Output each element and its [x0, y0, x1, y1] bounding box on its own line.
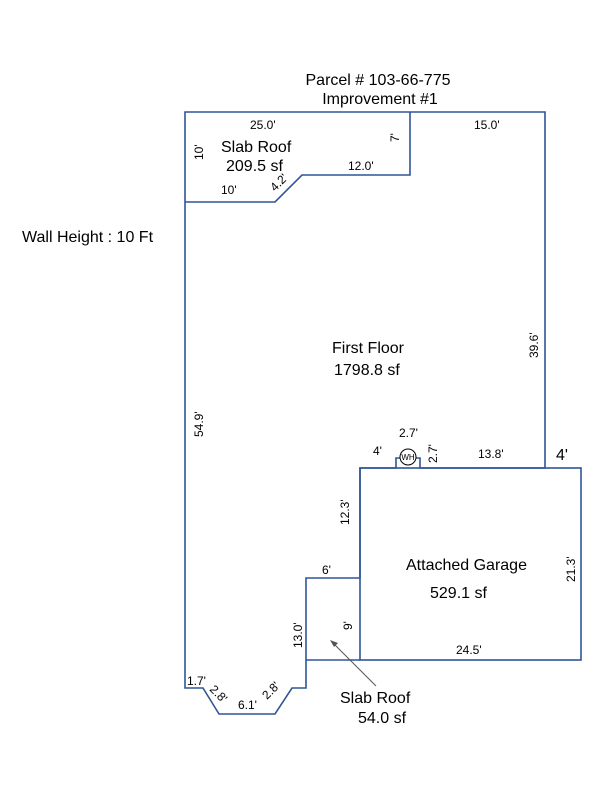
- dim-garage-4: 4': [556, 447, 568, 464]
- dim-top-15: 15.0': [474, 118, 500, 132]
- dim-right-39: 39.6': [527, 332, 541, 358]
- slab-roof-bottom-area: 54.0 sf: [358, 710, 407, 727]
- dim-wh-top: 2.7': [399, 426, 418, 440]
- first-floor-label: First Floor: [332, 340, 405, 357]
- dim-wall-13: 13.0': [291, 622, 305, 648]
- parcel-number: Parcel # 103-66-775: [306, 72, 451, 89]
- slab-roof-top-outline: [185, 112, 411, 203]
- dim-left-54: 54.9': [192, 411, 206, 437]
- first-floor-area: 1798.8 sf: [334, 362, 400, 379]
- arrow-icon: [331, 641, 377, 687]
- slab-roof-top-area: 209.5 sf: [226, 158, 283, 175]
- garage-label: Attached Garage: [406, 557, 527, 574]
- dim-right-13: 13.8': [478, 447, 504, 461]
- dim-garage-24: 24.5': [456, 643, 482, 657]
- dim-slab-bottom-10: 10': [221, 183, 237, 197]
- dim-slab-12: 12.0': [348, 159, 374, 173]
- dim-bay-28b: 2.8': [259, 679, 282, 702]
- slab-roof-bottom-label: Slab Roof: [340, 690, 411, 707]
- dim-step-6: 6': [322, 563, 331, 577]
- dim-slab-7: 7': [388, 133, 402, 142]
- dim-slab-left-10: 10': [192, 144, 206, 160]
- wall-height: Wall Height : 10 Ft: [22, 229, 154, 246]
- dim-bay-28a: 2.8': [207, 682, 230, 705]
- dim-bay-17: 1.7': [187, 674, 206, 688]
- dim-notch-4: 4': [373, 444, 382, 458]
- water-heater-icon: [399, 448, 417, 466]
- dim-bay-61: 6.1': [238, 698, 257, 712]
- improvement-label: Improvement #1: [322, 91, 438, 108]
- dim-wall-12: 12.3': [338, 499, 352, 525]
- water-heater-label: WH: [401, 453, 415, 462]
- dim-top-25: 25.0': [250, 118, 276, 132]
- dim-slab-9: 9': [341, 621, 355, 630]
- garage-outline: [359, 467, 582, 661]
- arrow-head-icon: [330, 640, 338, 647]
- garage-area: 529.1 sf: [430, 585, 487, 602]
- slab-roof-top-label: Slab Roof: [221, 139, 292, 156]
- dim-wh-side: 2.7': [426, 444, 440, 463]
- dim-garage-21: 21.3': [564, 556, 578, 582]
